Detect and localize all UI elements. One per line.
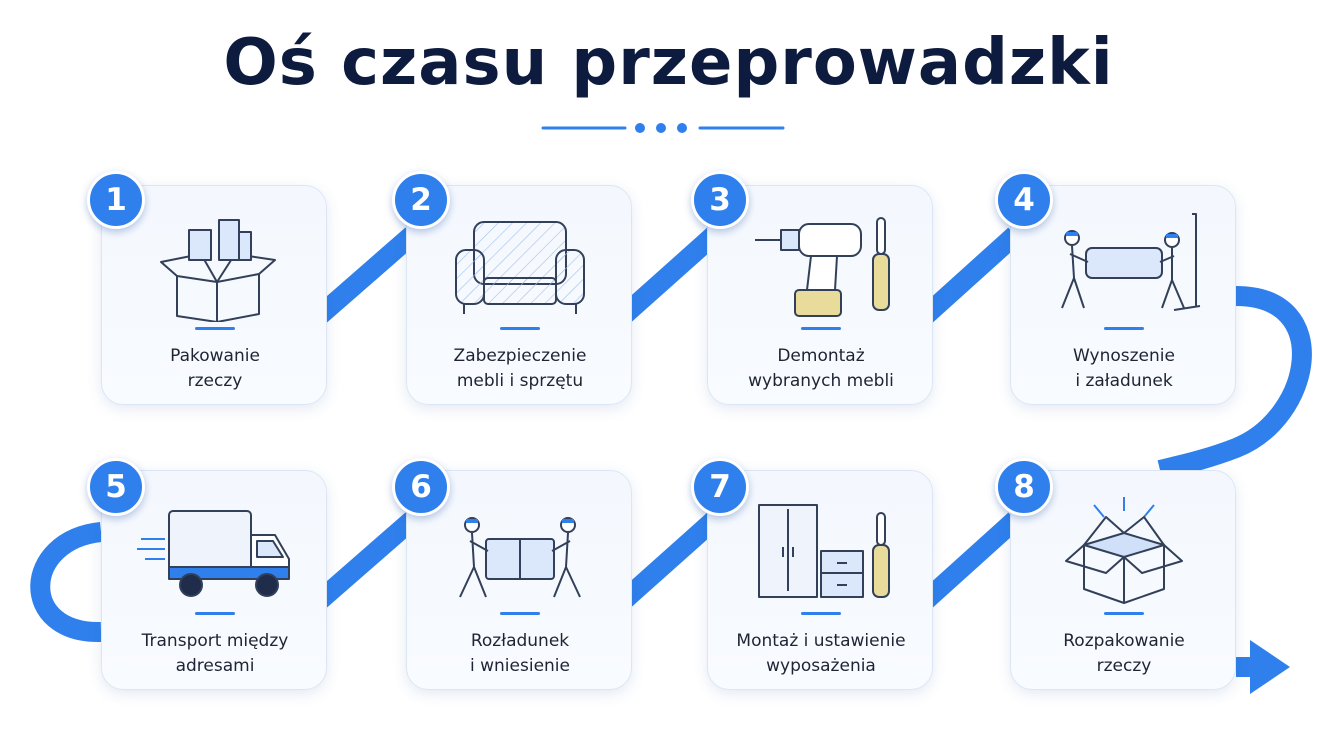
step-divider: [195, 612, 235, 615]
step-divider: [500, 327, 540, 330]
step-divider: [500, 612, 540, 615]
movers-carrying-sofa-icon: [1061, 213, 1201, 311]
step-card-8: Rozpakowanie rzeczy: [1010, 470, 1236, 690]
step-number-badge: 4: [995, 171, 1053, 229]
step-card-4: Wynoszenie i załadunek: [1010, 185, 1236, 405]
step-label: Wynoszenie i załadunek: [1073, 346, 1175, 391]
step-card-6: Rozładunek i wniesienie: [406, 470, 632, 690]
step-number-badge: 6: [392, 458, 450, 516]
step-number-badge: 5: [87, 458, 145, 516]
step-label: Rozpakowanie rzeczy: [1063, 631, 1185, 676]
step-card-7: Montaż i ustawienie wyposażenia: [707, 470, 933, 690]
step-label: Rozładunek i wniesienie: [470, 631, 570, 676]
step-card-5: Transport między adresami: [101, 470, 327, 690]
step-label: Transport między adresami: [141, 631, 289, 676]
step-number-badge: 3: [691, 171, 749, 229]
step-number-badge: 2: [392, 171, 450, 229]
step-divider: [801, 612, 841, 615]
page-title: Oś czasu przeprowadzki: [223, 26, 1114, 100]
step-card-1: Pakowanie rzeczy: [101, 185, 327, 405]
wrapped-armchair-icon: [455, 221, 585, 314]
step-number-badge: 1: [87, 171, 145, 229]
step-divider: [1104, 612, 1144, 615]
moving-truck-icon: [137, 510, 290, 597]
step-divider: [801, 327, 841, 330]
box-icon: [160, 219, 276, 322]
drill-screwdriver-icon: [755, 217, 890, 317]
step-number-badge: 7: [691, 458, 749, 516]
step-divider: [1104, 327, 1144, 330]
step-label: Montaż i ustawienie wyposażenia: [736, 631, 906, 676]
movers-carrying-box-icon: [459, 517, 581, 598]
step-label: Pakowanie rzeczy: [170, 346, 260, 391]
end-arrow-icon: [1250, 640, 1290, 694]
step-label: Demontaż wybranych mebli: [748, 346, 894, 391]
step-divider: [195, 327, 235, 330]
step-card-3: Demontaż wybranych mebli: [707, 185, 933, 405]
wardrobe-dresser-icon: [758, 504, 890, 598]
step-number-badge: 8: [995, 458, 1053, 516]
step-card-2: Zabezpieczenie mebli i sprzętu: [406, 185, 632, 405]
step-label: Zabezpieczenie mebli i sprzętu: [453, 346, 587, 391]
open-box-icon: [1065, 497, 1183, 604]
